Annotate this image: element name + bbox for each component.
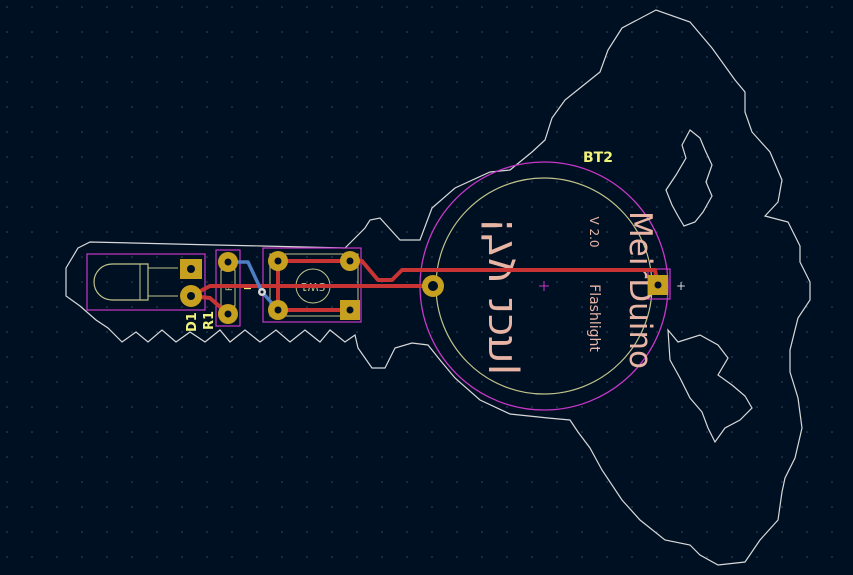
board-cutout-upper — [665, 129, 713, 227]
d1-reference: D1 — [185, 312, 200, 332]
board-outline — [65, 9, 811, 566]
silk-author-text: Flashlight — [586, 284, 602, 352]
bt2-reference: BT2 — [583, 150, 613, 166]
d1-fab-body — [93, 263, 149, 301]
r1-reference: R1 — [202, 311, 217, 330]
d1-courtyard — [86, 253, 206, 311]
board-cutout-lower — [667, 328, 753, 444]
bt2-plus-label: + — [676, 279, 686, 293]
track-sw-to-bt-plus — [348, 259, 660, 287]
silk-hebrew-text: !ןתכנ על — [473, 217, 522, 375]
pads — [180, 251, 668, 324]
silk-version-text: V 2.0 — [587, 216, 601, 247]
